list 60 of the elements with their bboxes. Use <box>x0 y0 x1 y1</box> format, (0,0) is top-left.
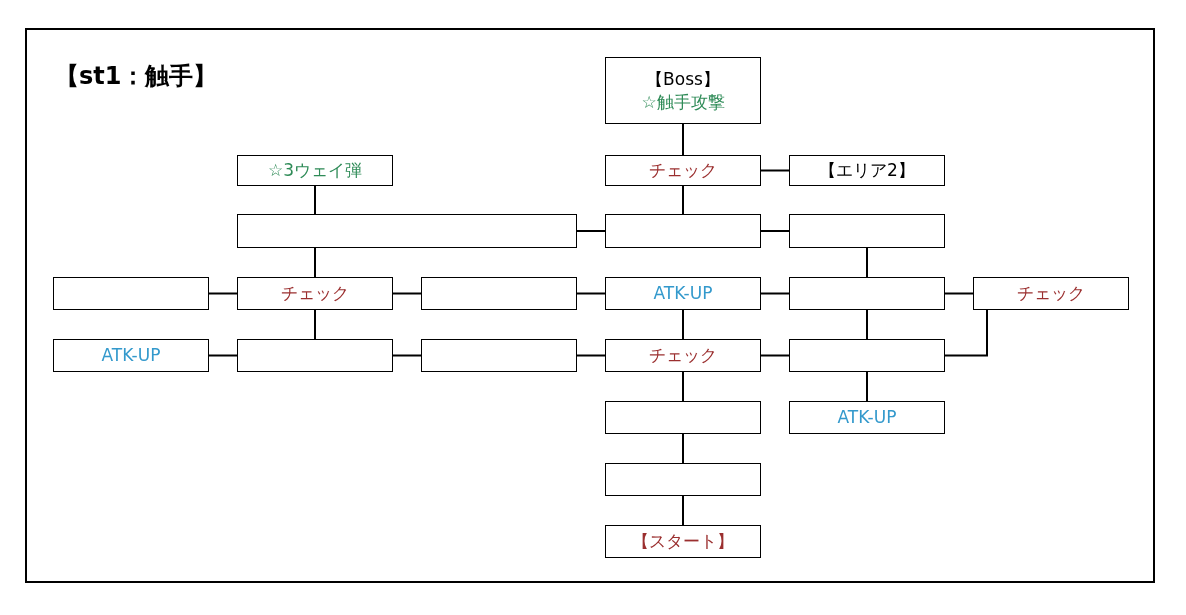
node-label: チェック <box>649 344 717 367</box>
node-label: 【エリア2】 <box>819 159 915 182</box>
connector-line <box>314 309 316 340</box>
empty-box <box>605 214 761 248</box>
empty-box <box>605 463 761 496</box>
process-box <box>605 277 761 310</box>
node-label: 【Boss】 <box>646 68 720 91</box>
node-label: ATK-UP <box>653 282 713 305</box>
connector-line <box>760 169 790 172</box>
connector-line <box>208 292 238 295</box>
diagram-title: 【st1：触手】 <box>55 61 218 92</box>
empty-box <box>421 339 577 372</box>
connector-line <box>576 230 606 232</box>
empty-box <box>237 214 577 248</box>
connector-line <box>576 292 606 295</box>
connector-line <box>682 371 684 402</box>
empty-box <box>789 214 945 248</box>
connector-line <box>944 309 988 357</box>
connector-line <box>392 354 422 357</box>
connector-line <box>682 185 684 215</box>
process-box <box>789 401 945 434</box>
process-box <box>605 57 761 124</box>
node-label: ☆3ウェイ弾 <box>267 159 363 182</box>
node-label: ☆触手攻撃 <box>641 90 725 113</box>
node-label: チェック <box>1017 282 1085 305</box>
connector-line <box>682 309 684 340</box>
process-box <box>789 155 945 186</box>
node-label: ATK-UP <box>837 406 897 429</box>
empty-box <box>237 339 393 372</box>
empty-box <box>421 277 577 310</box>
process-box <box>605 155 761 186</box>
connector-line <box>682 495 684 526</box>
connector-line <box>866 371 868 402</box>
process-box <box>973 277 1129 310</box>
connector-line <box>760 354 790 357</box>
connector-line <box>314 247 316 278</box>
empty-box <box>605 401 761 434</box>
connector-line <box>208 354 238 357</box>
connector-line <box>682 123 684 156</box>
process-box <box>237 277 393 310</box>
connector-line <box>866 309 868 340</box>
empty-box <box>789 277 945 310</box>
connector-line <box>944 292 974 295</box>
process-box <box>237 155 393 186</box>
process-box <box>605 339 761 372</box>
connector-line <box>866 247 868 278</box>
connector-line <box>314 185 316 215</box>
connector-line <box>576 354 606 357</box>
node-label: チェック <box>649 159 717 182</box>
node-label: ATK-UP <box>101 344 161 367</box>
node-label: 【スタート】 <box>632 530 734 553</box>
connector-line <box>760 292 790 295</box>
connector-line <box>682 433 684 464</box>
process-box <box>605 525 761 558</box>
process-box <box>53 339 209 372</box>
connector-line <box>760 230 790 232</box>
node-label: チェック <box>281 282 349 305</box>
connector-line <box>392 292 422 295</box>
empty-box <box>53 277 209 310</box>
empty-box <box>789 339 945 372</box>
